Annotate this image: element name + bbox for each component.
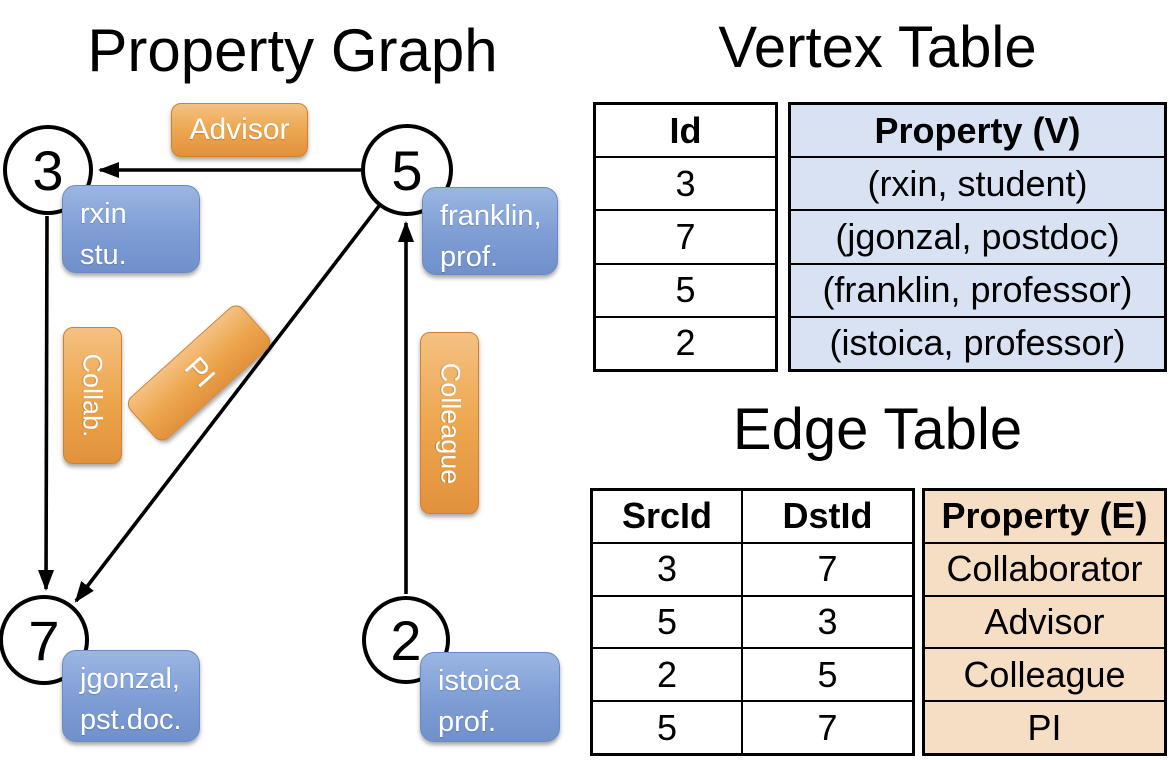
edge-table-dstid-header: DstId [741,491,912,542]
vertex-property-line: jgonzal, [80,663,180,695]
table-cell: 3 [596,156,775,209]
edge-label-colleague-text: Colleague [435,362,465,484]
edge-table-property-header: Property (E) [941,495,1148,537]
table-cell: 7 [741,543,912,595]
table-cell: 5 [656,706,678,748]
edge-table-srcid-header: SrcId [621,495,713,537]
table-row: 3 7 [593,541,912,595]
table-cell: (franklin, professor) [791,262,1164,316]
edge-arrow-3-to-7 [38,215,55,591]
graph-edges-arrows [38,162,414,603]
vertex-property-label-istoica: istoica prof. [420,652,560,742]
table-cell: (jgonzal, postdoc) [791,209,1164,262]
vertex-table-id-header: Id [669,109,702,151]
table-cell: Colleague [925,647,1164,700]
property-graph-diagram: 3 5 7 2 Advisor Collab. PI Colleague rxi… [0,103,560,742]
graph-node-5: 5 [361,124,453,216]
vertex-property-line: istoica [438,665,521,697]
edge-table-property-column: Property (E) Collaborator Advisor Collea… [922,488,1167,756]
table-cell: 5 [656,600,678,642]
table-cell: 5 [596,262,775,316]
vertex-property-line: prof. [438,706,497,738]
table-cell: Advisor [925,594,1164,648]
vertex-table-id-column: Id 3 7 5 2 [593,102,778,372]
edge-label-advisor-text: Advisor [189,113,290,146]
edge-label-colleague: Colleague [420,332,479,514]
table-cell: (rxin, student) [791,156,1164,209]
table-row: 5 3 [593,594,912,648]
vertex-property-label-franklin: franklin, prof. [422,187,558,275]
table-cell: 5 [741,649,912,701]
table-row: 2 5 [593,647,912,701]
edge-label-advisor: Advisor [171,103,308,157]
vertex-property-line: franklin, [440,200,542,232]
table-cell: 7 [596,209,775,262]
table-cell: 2 [596,315,775,369]
table-cell: 3 [741,596,912,648]
table-cell: Collaborator [925,541,1164,595]
vertex-property-line: rxin [80,198,127,230]
edge-label-pi-text: PI [177,351,222,395]
vertex-table-title: Vertex Table [718,15,1037,80]
graph-node-2: 2 [362,596,450,684]
edge-label-collab: Collab. [63,327,122,464]
edge-arrow-5-to-7 [74,204,381,603]
vertex-table-property-header: Property (V) [874,109,1081,151]
table-header-row: SrcId DstId [593,491,912,542]
table-row: 5 7 [593,700,912,753]
vertex-table-property-column: Property (V) (rxin, student) (jgonzal, p… [788,102,1167,372]
edge-label-collab-text: Collab. [78,353,109,438]
vertex-property-line: prof. [440,241,499,273]
edge-table-title: Edge Table [732,397,1023,462]
table-cell: PI [925,700,1164,753]
table-cell: (istoica, professor) [791,315,1164,369]
edge-table-src-dst-columns: SrcId DstId 3 7 5 3 2 5 5 7 [590,488,915,756]
table-cell: 7 [741,702,912,753]
table-cell: 3 [656,548,678,590]
table-cell: 2 [656,653,678,695]
vertex-property-line: stu. [80,239,127,271]
vertex-property-label-rxin: rxin stu. [62,185,200,273]
vertex-property-label-jgonzal: jgonzal, pst.doc. [62,650,200,742]
property-graph-title: Property Graph [87,17,498,84]
vertex-property-line: pst.doc. [80,704,182,736]
